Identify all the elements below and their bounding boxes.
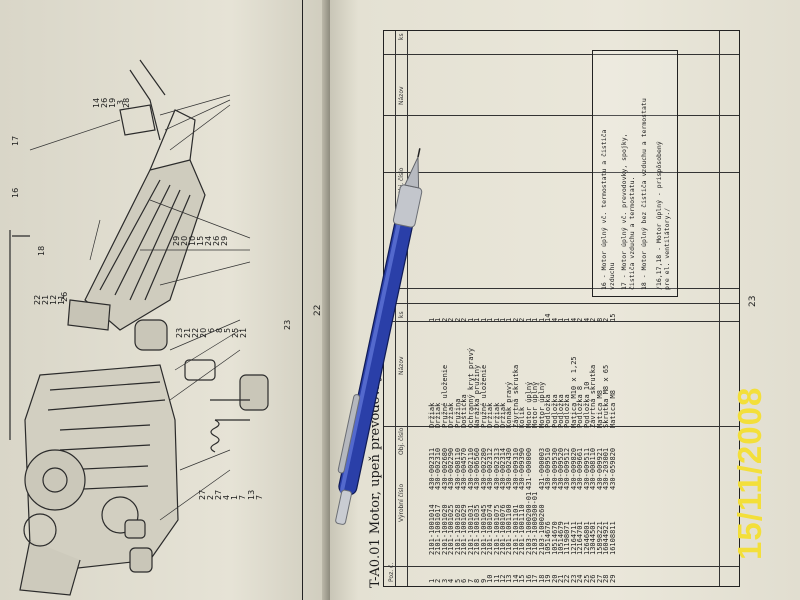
callout-number: 28 (122, 97, 131, 108)
column-divider (384, 426, 739, 427)
header-objednaci: Obj. číslo (398, 427, 405, 455)
page-title: T-A0.01 Motor, upeň prevodovky (368, 373, 383, 588)
notes-box (592, 50, 678, 297)
date-stamp: 15/11/2008 (731, 386, 768, 560)
left-page: 14 26 19 3 28 17 16 29 20 10 15 24 26 29… (0, 0, 330, 600)
header-divider (384, 54, 739, 55)
cell-ks: 15 (608, 313, 617, 322)
column-divider (384, 115, 739, 116)
page-number: 23 (748, 295, 758, 307)
column-divider (384, 566, 739, 567)
note-line: 16 - Motor úplný vč. termostatu a čistič… (600, 129, 608, 290)
callout-number: 17 (11, 135, 20, 146)
callout-number: 21 (239, 327, 248, 338)
column-divider (384, 172, 739, 173)
header-ks: ks (398, 311, 405, 318)
cell-obj: 430-059820 (608, 447, 617, 490)
cell-vyrobni: 16108811 (608, 521, 617, 555)
note-line: vzduchu (608, 262, 616, 290)
engine-exploded-drawing (9, 59, 269, 596)
note-line: 18 - Motor úplný bez čističa vzduchu a t… (640, 98, 648, 290)
header-pos: Poz. č. (388, 562, 395, 582)
cell-pos: 29 (608, 574, 617, 583)
column-divider (384, 303, 739, 304)
cell-obj: 431-000000 (524, 447, 533, 490)
header-vyrobni: Výrobní číslo (398, 483, 405, 522)
column-divider (384, 288, 739, 289)
column-divider (384, 321, 739, 322)
header-obj2: Obj. číslo (398, 167, 405, 195)
callout-group: 28 (122, 98, 131, 108)
callout-number: 29 (220, 235, 229, 246)
callout-number: 23 (283, 319, 292, 330)
note-line: 17 - Motor úplný vč. prevodovky, spojky, (620, 133, 628, 290)
note-line: čističa vzduchu a termostatu. (628, 176, 636, 291)
cell-nazov: Matica M8 (608, 390, 617, 428)
callout-number: 18 (37, 245, 46, 256)
note-line: pre el. ventilátory./ (663, 207, 671, 290)
callout-number: 7 (255, 494, 264, 500)
callout-number: 16 (11, 187, 20, 198)
header-ks2: ks (398, 33, 405, 40)
callout-number: 26 (60, 291, 69, 302)
header-nazov: Názov (398, 356, 405, 375)
header-nazov2: Názov (398, 86, 405, 105)
note-line: /16,17,18 - Motor úplný - prispôsobený (655, 141, 663, 290)
callout-number: 7 (238, 494, 247, 500)
column-divider (719, 31, 720, 586)
left-page-frame (0, 0, 303, 600)
